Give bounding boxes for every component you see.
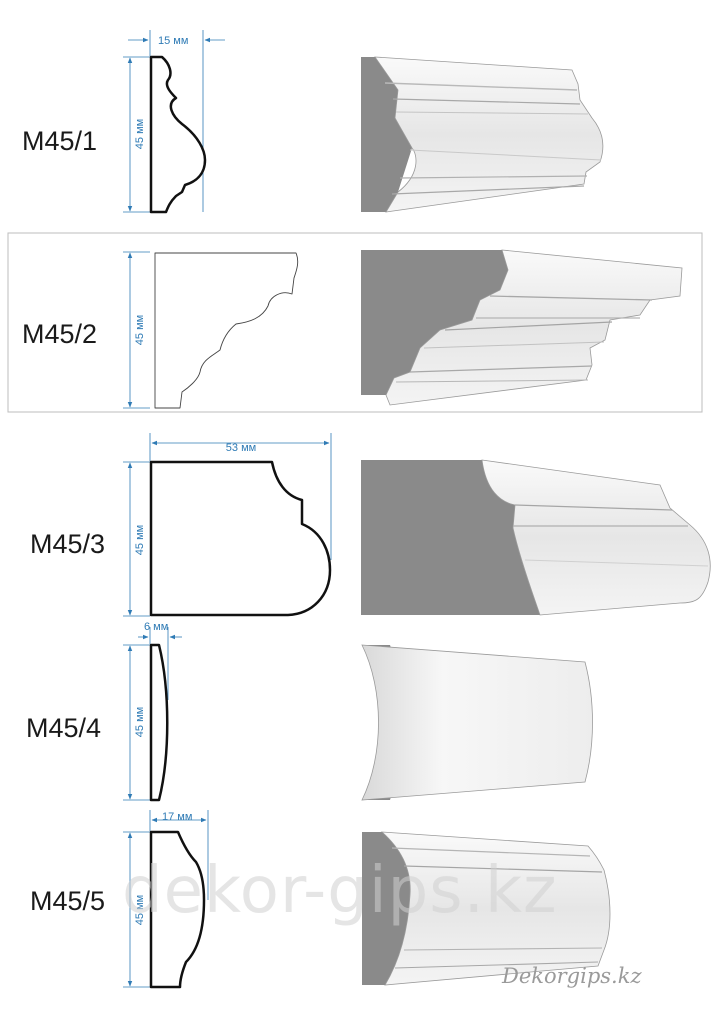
profile-row-1: M45/1 45 мм 15 мм <box>22 30 604 214</box>
profile-code: M45/4 <box>26 713 101 743</box>
height-dimension: 45 мм <box>123 56 150 213</box>
height-label: 45 мм <box>134 315 146 345</box>
width-label: 53 мм <box>226 442 256 454</box>
profile-section <box>154 252 299 409</box>
profile-row-5: M45/5 45 мм 17 мм <box>30 810 611 989</box>
profile-code: M45/2 <box>22 319 97 349</box>
highlight-frame <box>7 232 703 413</box>
height-dimension: 45 мм <box>123 644 150 801</box>
watermark: dekor-gips.kz <box>122 854 558 928</box>
molding-render <box>361 56 604 213</box>
height-dimension: 45 мм <box>123 251 150 409</box>
height-dimension: 45 мм <box>123 831 150 988</box>
height-label: 45 мм <box>134 895 146 925</box>
profile-section <box>149 55 207 214</box>
width-label: 15 мм <box>158 35 188 47</box>
width-dimension: 6 мм <box>138 621 182 700</box>
profile-code: M45/1 <box>22 126 97 156</box>
profile-section <box>149 830 206 989</box>
profile-row-2: M45/2 45 мм <box>7 232 703 413</box>
profile-row-3: M45/3 45 мм 53 мм <box>30 433 711 617</box>
profile-code: M45/3 <box>30 529 105 559</box>
molding-render <box>361 644 593 801</box>
width-dimension: 53 мм <box>149 433 332 560</box>
molding-render <box>361 459 711 616</box>
molding-render <box>362 831 611 986</box>
width-label: 17 мм <box>162 811 192 823</box>
width-dimension: 17 мм <box>149 810 209 900</box>
width-dimension: 15 мм <box>128 30 225 212</box>
profile-row-4: M45/4 45 мм 6 мм <box>26 621 593 802</box>
molding-render <box>361 249 683 406</box>
height-dimension: 45 мм <box>123 461 150 617</box>
profile-section <box>149 460 332 617</box>
profile-section <box>149 643 169 802</box>
signature: Dekorgips.kz <box>501 964 642 988</box>
height-label: 45 мм <box>134 525 146 555</box>
height-label: 45 мм <box>134 707 146 737</box>
width-label: 6 мм <box>144 621 168 633</box>
profile-code: M45/5 <box>30 886 105 916</box>
height-label: 45 мм <box>134 119 146 149</box>
